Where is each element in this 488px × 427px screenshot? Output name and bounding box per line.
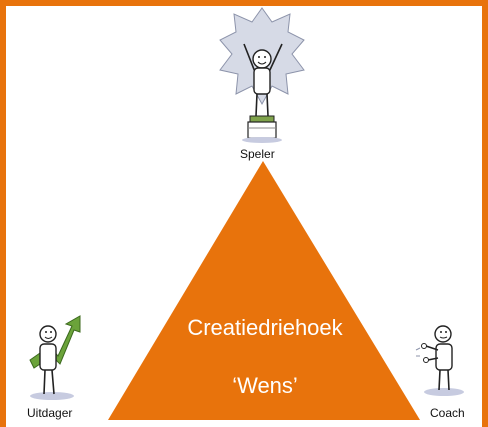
role-label-speler: Speler [240, 147, 275, 161]
cheering-figure-icon [219, 7, 305, 143]
role-label-coach: Coach [430, 406, 465, 420]
creation-triangle [108, 161, 420, 420]
coach-figure-icon [415, 325, 464, 396]
triangle-title: Creatiedriehoek [187, 315, 343, 340]
role-label-uitdager: Uitdager [27, 406, 73, 420]
triangle-subtitle: ‘Wens’ [232, 373, 298, 398]
arrow-figure-icon [29, 315, 81, 400]
